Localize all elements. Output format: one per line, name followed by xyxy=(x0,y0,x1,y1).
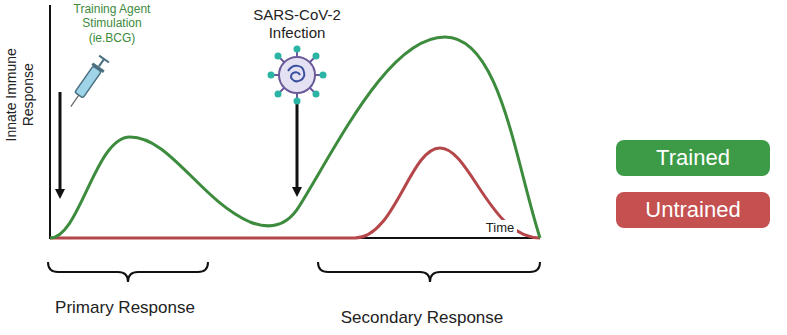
virus-icon xyxy=(268,46,327,105)
axis-title: Innate Immune Response xyxy=(3,41,37,149)
legend-swatch: Trained xyxy=(616,140,770,176)
infection-arrow xyxy=(296,104,299,192)
phase-label: Primary Response xyxy=(55,298,195,318)
primary-bracket xyxy=(48,262,208,282)
trained-curve xyxy=(50,37,540,238)
phase-label: Secondary Response xyxy=(341,308,504,328)
secondary-bracket xyxy=(318,262,540,282)
legend-text: Untrained xyxy=(645,197,740,223)
stimulation-arrow xyxy=(59,92,62,194)
y-axis xyxy=(49,5,51,239)
legend-swatch: Untrained xyxy=(616,192,770,228)
legend-text: Trained xyxy=(656,145,730,171)
untrained-curve xyxy=(50,148,540,238)
axis-label: Time xyxy=(483,220,517,236)
infection-label: SARS-CoV-2 Infection xyxy=(247,6,347,42)
stimulation-label: Training Agent Stimulation (ie.BCG) xyxy=(62,2,162,45)
syringe-icon xyxy=(65,55,110,111)
